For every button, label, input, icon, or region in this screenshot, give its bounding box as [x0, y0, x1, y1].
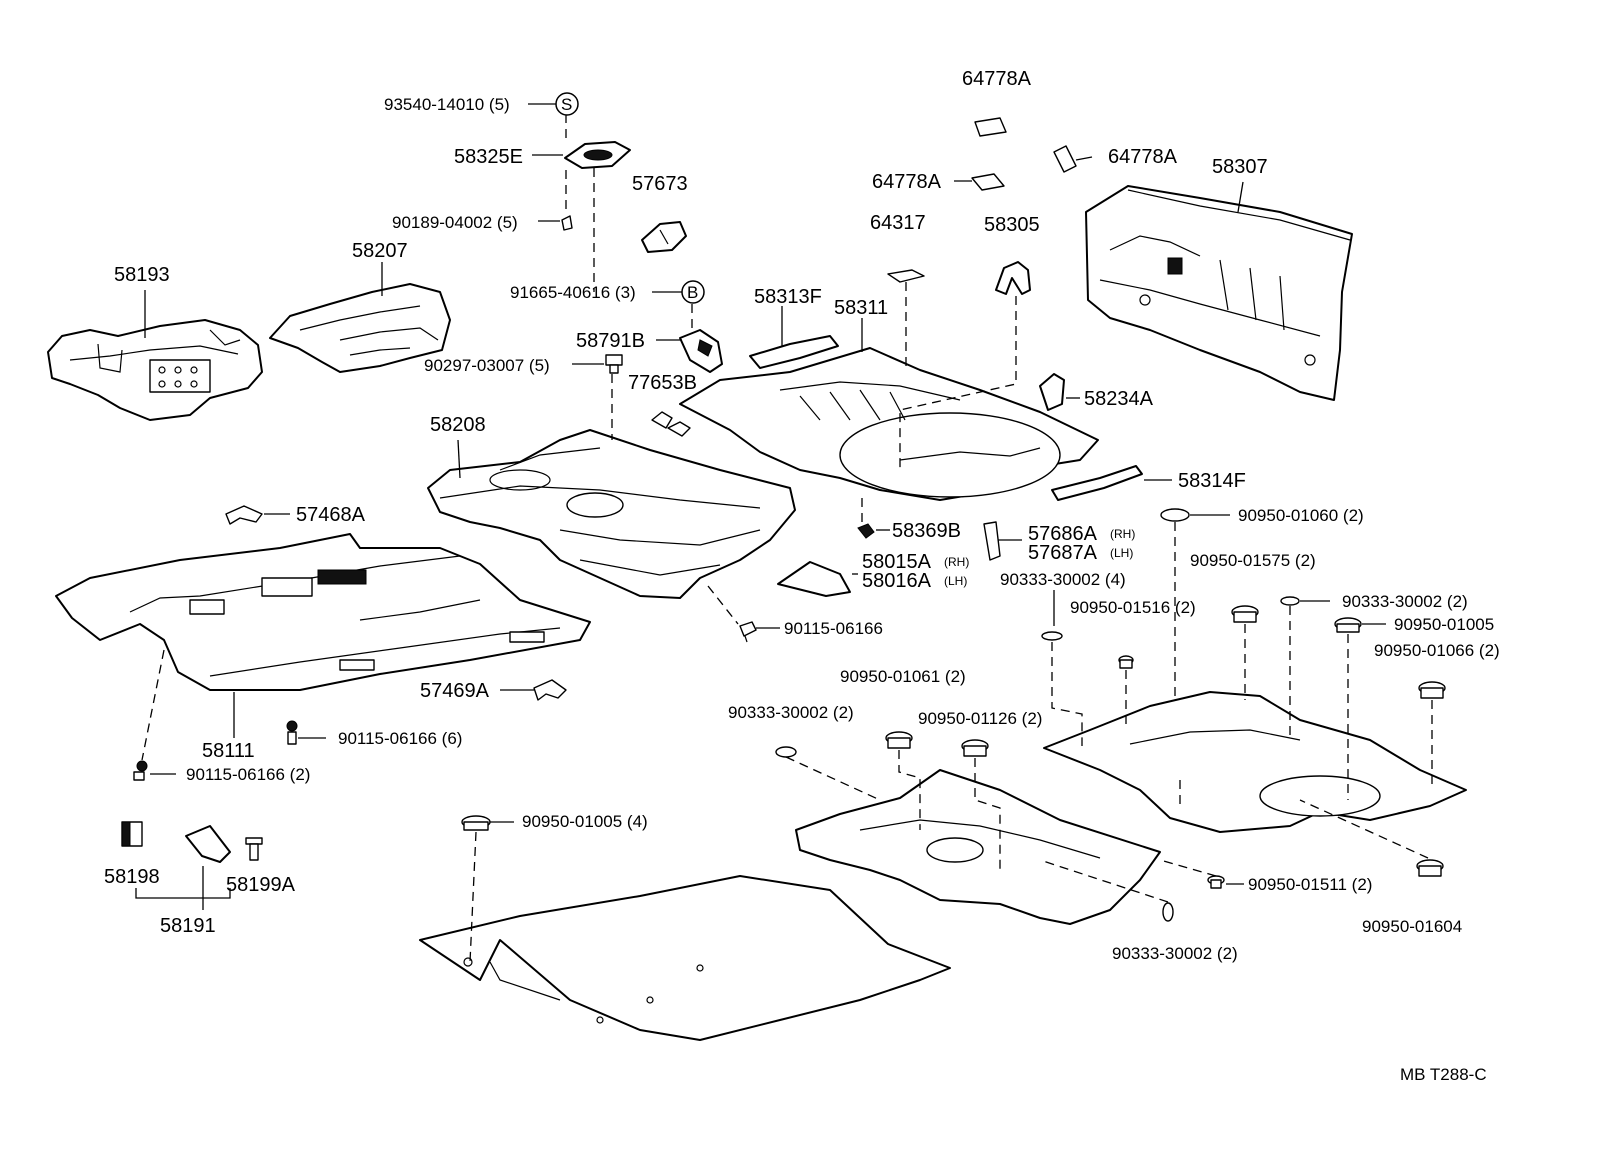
label-58015A: 58015A — [862, 551, 932, 573]
part-90115-b-drawing — [286, 720, 298, 745]
label-64778A-top: 64778A — [962, 68, 1032, 90]
dashed-guide-lines — [141, 114, 1433, 963]
label-90950-01516: 90950-01516 (2) — [1070, 598, 1196, 617]
label-90950-01060: 90950-01060 (2) — [1238, 506, 1364, 525]
label-93540-14010: 93540-14010 (5) — [384, 95, 510, 114]
part-58307-drawing — [1085, 185, 1353, 401]
label-58111: 58111 — [202, 740, 255, 762]
part-58198-drawing — [121, 821, 143, 847]
part-middle-carpet-drawing — [795, 769, 1161, 925]
label-90115-06166-c: 90115-06166 (2) — [186, 765, 310, 784]
label-90950-01005-a: 90950-01005 — [1394, 615, 1494, 634]
label-57673: 57673 — [632, 173, 688, 195]
label-90950-01066: 90950-01066 (2) — [1374, 641, 1500, 660]
part-front-carpet-drawing — [419, 875, 951, 1041]
part-77653B-drawing — [651, 411, 691, 437]
label-90333-30002-4: 90333-30002 (4) — [1000, 570, 1126, 589]
part-58314F-drawing — [1051, 465, 1143, 501]
label-90950-01061: 90950-01061 (2) — [840, 667, 966, 686]
symbol-s: S — [561, 95, 572, 114]
part-58207-drawing — [269, 283, 451, 373]
label-90333-30002-c: 90333-30002 (2) — [1112, 944, 1238, 963]
part-58208-drawing — [427, 429, 796, 599]
part-90115-a-drawing — [739, 621, 757, 643]
part-57468A-drawing — [225, 505, 263, 525]
part-57469A-drawing — [533, 679, 567, 701]
part-rear-carpet-drawing — [1043, 691, 1467, 833]
part-labels: 93540-14010 (5) S 58325E 90189-04002 (5)… — [104, 68, 1500, 1084]
part-58369B-drawing — [857, 523, 875, 539]
label-58791B: 58791B — [576, 330, 645, 352]
label-58198: 58198 — [104, 866, 160, 888]
label-77653B: 77653B — [628, 372, 697, 394]
label-57686A-side: (RH) — [1110, 527, 1135, 541]
label-58191: 58191 — [160, 915, 216, 937]
part-57686A-drawing — [983, 521, 1001, 561]
part-58193-drawing — [47, 319, 263, 421]
part-90297-drawing — [605, 354, 623, 374]
label-90950-01005-b: 90950-01005 (4) — [522, 812, 648, 831]
label-58307: 58307 — [1212, 156, 1268, 178]
label-90333-30002-b: 90333-30002 (2) — [728, 703, 854, 722]
part-90115-c-drawing — [133, 760, 148, 781]
label-90189-04002: 90189-04002 (5) — [392, 213, 518, 232]
leader-lines — [135, 103, 1386, 910]
label-90950-01126: 90950-01126 (2) — [918, 709, 1042, 728]
label-58311: 58311 — [834, 297, 888, 319]
label-90115-06166-b: 90115-06166 (6) — [338, 729, 462, 748]
label-58369B: 58369B — [892, 520, 961, 542]
label-90950-01575: 90950-01575 (2) — [1190, 551, 1316, 570]
label-64778A-left: 64778A — [872, 171, 942, 193]
part-58305-drawing — [995, 261, 1031, 295]
label-90950-01604: 90950-01604 — [1362, 917, 1462, 936]
label-57687A-side: (LH) — [1110, 546, 1133, 560]
label-57686A: 57686A — [1028, 523, 1098, 545]
part-58111-drawing — [55, 533, 591, 691]
part-58015A-drawing — [777, 561, 851, 597]
label-58313F: 58313F — [754, 286, 822, 308]
diagram-code: MB T288-C — [1400, 1065, 1487, 1084]
label-58305: 58305 — [984, 214, 1040, 236]
label-90115-06166-a: 90115-06166 — [784, 619, 883, 638]
label-58314F: 58314F — [1178, 470, 1246, 492]
label-58208: 58208 — [430, 414, 486, 436]
part-58191-drawing — [185, 825, 231, 863]
plugs-and-grommets — [461, 508, 1446, 922]
label-57469A: 57469A — [420, 680, 490, 702]
part-58313F-drawing — [749, 335, 839, 369]
part-58199A-drawing — [245, 837, 263, 861]
label-64317: 64317 — [870, 212, 926, 234]
part-58325E-drawing — [561, 141, 631, 231]
part-57673-drawing — [641, 221, 687, 253]
label-58193: 58193 — [114, 264, 170, 286]
part-64778A-drawing — [971, 117, 1077, 191]
part-58311-drawing — [679, 347, 1099, 501]
label-90297-03007: 90297-03007 (5) — [424, 356, 550, 375]
label-58016A: 58016A — [862, 570, 932, 592]
label-57687A: 57687A — [1028, 542, 1098, 564]
label-64778A-right: 64778A — [1108, 146, 1178, 168]
label-58234A: 58234A — [1084, 388, 1154, 410]
label-58207: 58207 — [352, 240, 408, 262]
label-91665-40616: 91665-40616 (3) — [510, 283, 636, 302]
part-64317-drawing — [887, 269, 925, 283]
label-58016A-side: (LH) — [944, 574, 967, 588]
label-58199A: 58199A — [226, 874, 296, 896]
label-90950-01511: 90950-01511 (2) — [1248, 875, 1372, 894]
label-58325E: 58325E — [454, 146, 523, 168]
label-58015A-side: (RH) — [944, 555, 969, 569]
label-57468A: 57468A — [296, 504, 366, 526]
part-58791B-drawing — [679, 329, 723, 373]
part-58234A-drawing — [1039, 373, 1065, 411]
label-90333-30002-a: 90333-30002 (2) — [1342, 592, 1468, 611]
symbol-b: B — [687, 283, 698, 302]
